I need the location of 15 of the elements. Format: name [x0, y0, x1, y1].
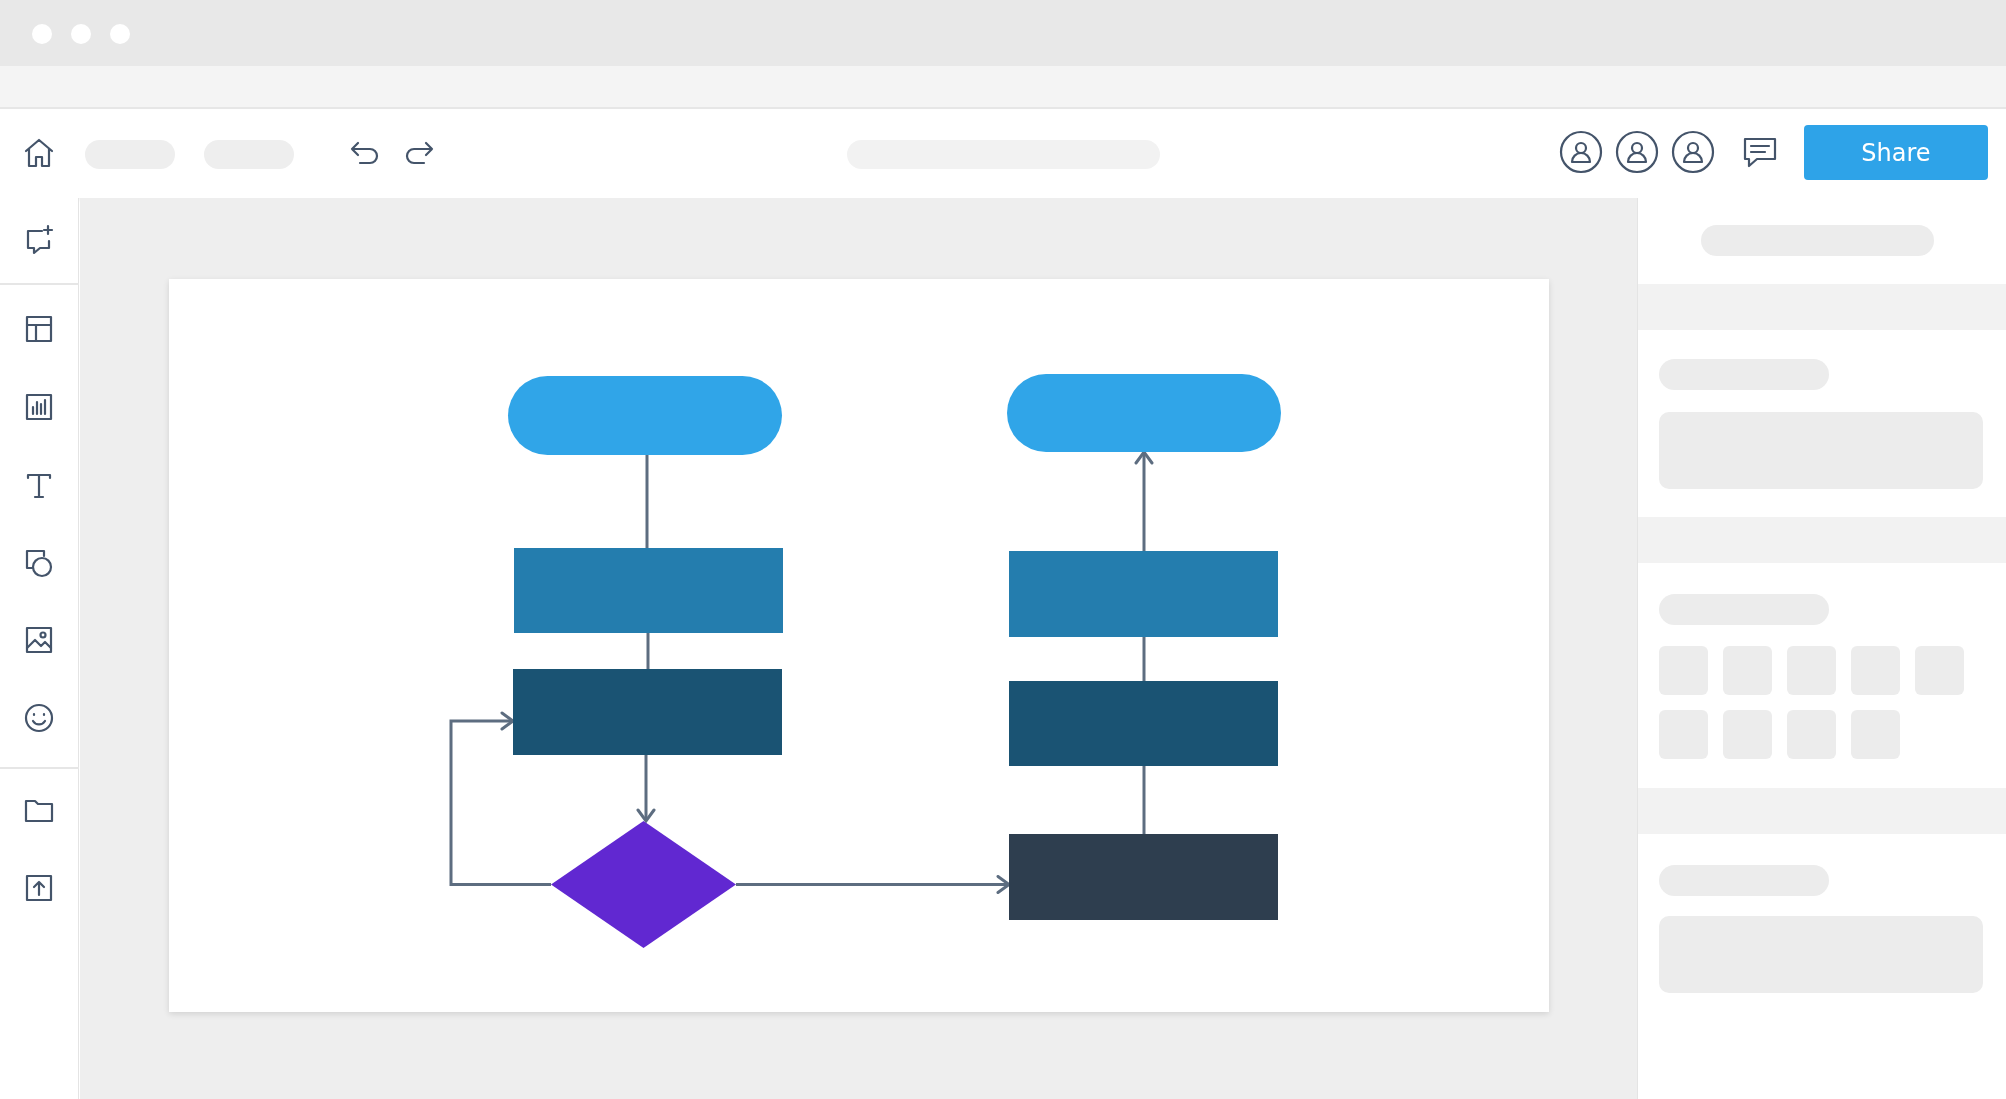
process-box: [514, 548, 783, 633]
connector-line: [645, 455, 649, 548]
arrow: [636, 755, 656, 823]
process-box: [513, 669, 782, 755]
arrow: [449, 711, 551, 886]
connector-line: [1142, 766, 1146, 834]
process-box: [1009, 551, 1278, 637]
connector-line: [1142, 637, 1146, 681]
process-box: [1009, 834, 1278, 920]
process-box: [1009, 681, 1278, 766]
arrow: [1134, 450, 1154, 551]
connector-line: [646, 633, 650, 669]
share-button: Share: [1804, 125, 1988, 180]
arrow: [736, 875, 1011, 894]
decision-diamond: [551, 821, 736, 948]
